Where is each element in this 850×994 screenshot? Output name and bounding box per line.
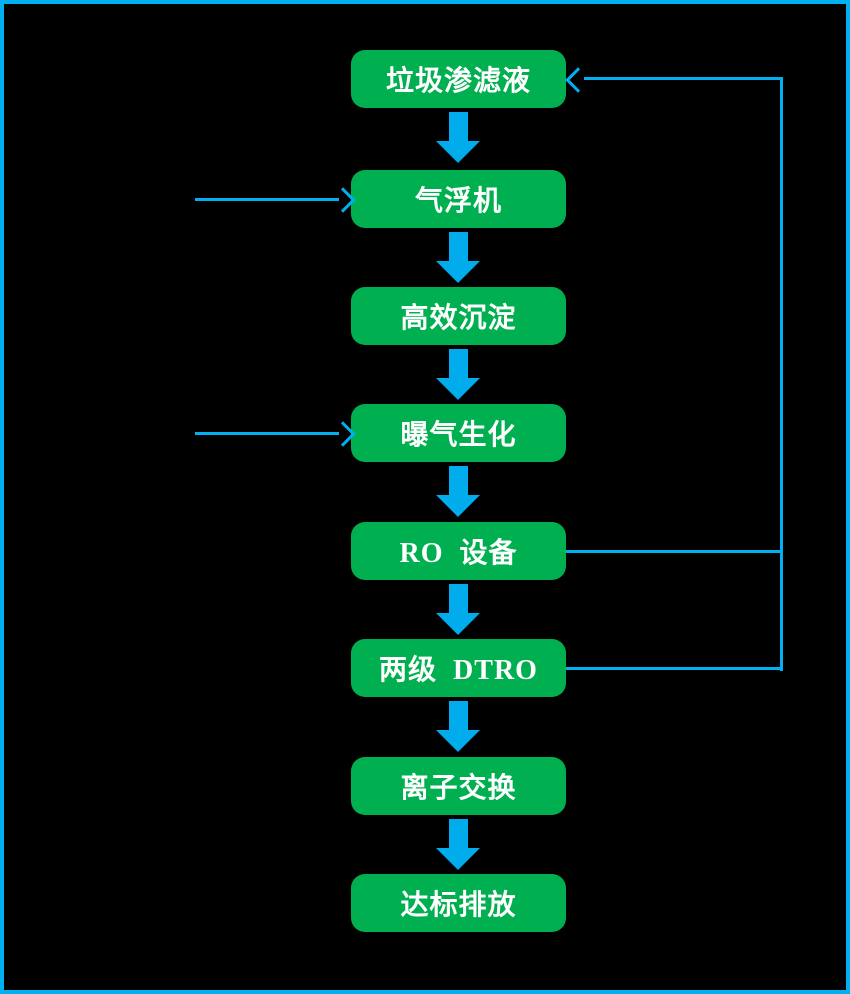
step-aeration-biochemical: 曝气生化 <box>351 404 566 462</box>
step-label: 垃圾渗滤液 <box>385 66 531 97</box>
step-ion-exchange: 离子交换 <box>351 757 566 815</box>
down-arrow-icon <box>436 466 480 517</box>
step-two-stage-dtro: 两级 DTRO <box>351 639 566 697</box>
down-arrow-icon <box>436 701 480 752</box>
down-arrow-icon <box>436 112 480 163</box>
step-label: 两级 DTRO <box>379 655 538 686</box>
down-arrow-icon <box>436 819 480 870</box>
down-arrow-icon <box>436 349 480 400</box>
down-arrow-icon <box>436 584 480 635</box>
return-line-from-ro <box>566 550 783 553</box>
step-label: 气浮机 <box>414 186 502 217</box>
step-high-efficiency-sedimentation: 高效沉淀 <box>351 287 566 345</box>
step-label: 达标排放 <box>400 890 517 921</box>
step-label: 曝气生化 <box>400 420 517 451</box>
step-leachate: 垃圾渗滤液 <box>351 50 566 108</box>
return-line-to-leachate <box>584 77 783 80</box>
return-line-from-dtro <box>566 667 783 670</box>
arrowhead-left-icon <box>565 67 591 93</box>
input-line-to-aeration <box>195 432 339 435</box>
input-line-to-air-flotation <box>195 198 339 201</box>
step-label: 离子交换 <box>400 773 517 804</box>
step-air-flotation: 气浮机 <box>351 170 566 228</box>
down-arrow-icon <box>436 232 480 283</box>
return-line-vertical <box>780 77 783 671</box>
step-label: RO 设备 <box>399 538 518 569</box>
step-compliant-discharge: 达标排放 <box>351 874 566 932</box>
step-ro-equipment: RO 设备 <box>351 522 566 580</box>
step-label: 高效沉淀 <box>400 303 517 334</box>
